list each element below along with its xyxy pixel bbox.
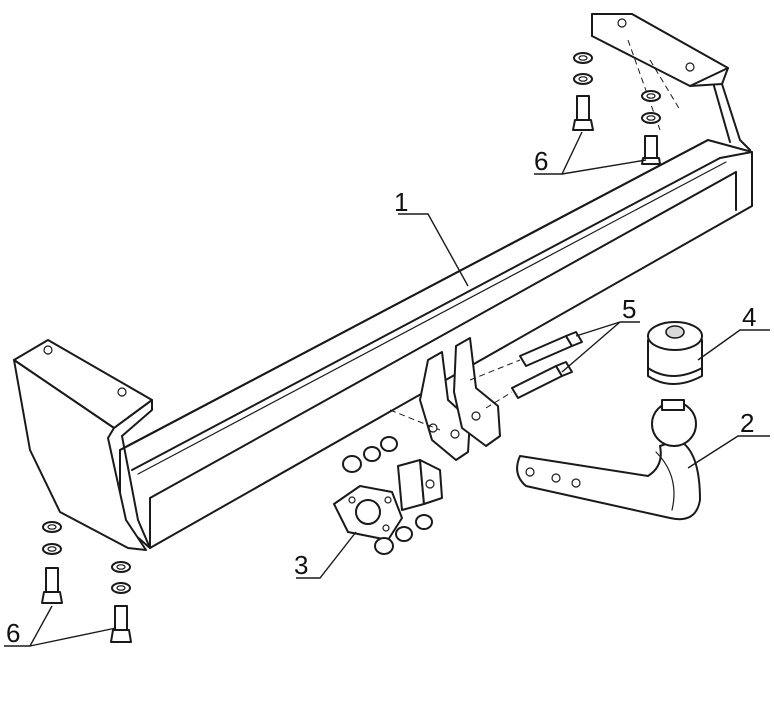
ball-cover-cap xyxy=(647,321,703,385)
callout-6-bottom: 6 xyxy=(4,605,117,648)
callout-label-6-top: 6 xyxy=(534,146,548,176)
right-mounting-bracket xyxy=(591,13,751,151)
top-right-hardware-stack xyxy=(641,90,661,165)
callout-label-6-bottom: 6 xyxy=(6,618,20,648)
callout-label-5: 5 xyxy=(622,294,636,324)
callout-5: 5 xyxy=(561,294,640,373)
top-left-hardware-stack xyxy=(572,52,594,131)
callout-1: 1 xyxy=(394,187,469,287)
callout-label-1: 1 xyxy=(394,187,408,217)
callout-2: 2 xyxy=(687,408,770,469)
mounting-bolts xyxy=(469,331,583,409)
tow-ball-neck xyxy=(516,399,701,521)
callout-3: 3 xyxy=(294,531,357,580)
callout-label-2: 2 xyxy=(740,408,754,438)
callout-label-3: 3 xyxy=(294,550,308,580)
callout-label-4: 4 xyxy=(742,302,756,332)
left-mounting-bracket xyxy=(13,339,153,551)
callout-6-top: 6 xyxy=(534,131,647,176)
callout-4: 4 xyxy=(697,302,770,361)
socket-nuts-washers xyxy=(342,436,433,555)
bottom-left-hardware-stack xyxy=(41,521,63,604)
bottom-right-hardware-stack xyxy=(110,561,132,643)
hitch-mount-brackets xyxy=(389,337,501,461)
socket-plate xyxy=(333,459,443,541)
